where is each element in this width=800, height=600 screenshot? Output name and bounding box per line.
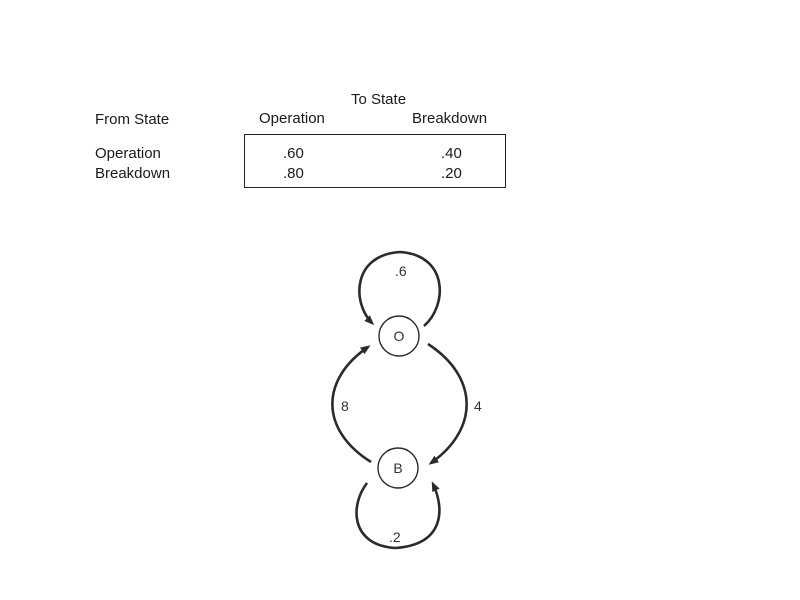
edge-b-to-o — [331, 345, 372, 464]
transition-matrix-box — [244, 134, 506, 188]
column-header-breakdown: Breakdown — [412, 110, 488, 127]
row-label-operation: Operation — [95, 145, 161, 162]
edge-o-to-o — [358, 250, 442, 327]
edge-o-to-b — [427, 342, 468, 465]
node-b: B — [377, 447, 419, 489]
edge-label-b-to-b: .2 — [389, 529, 401, 545]
from-state-header: From State — [95, 111, 170, 128]
edge-b-to-b — [355, 481, 441, 550]
row-label-breakdown: Breakdown — [95, 165, 171, 182]
edge-label-b-to-o: 8 — [341, 398, 349, 414]
node-label-o: O — [394, 328, 405, 344]
matrix-cell-operation-operation: .60 — [283, 145, 304, 162]
matrix-cell-breakdown-breakdown: .20 — [441, 165, 462, 182]
node-o: O — [378, 315, 420, 357]
column-header-operation: Operation — [259, 110, 325, 127]
matrix-cell-breakdown-operation: .80 — [283, 165, 304, 182]
to-state-header: To State — [351, 91, 407, 108]
node-label-b: B — [393, 460, 402, 476]
edge-label-o-to-o: .6 — [395, 263, 407, 279]
edge-label-o-to-b: 4 — [474, 398, 482, 414]
matrix-cell-operation-breakdown: .40 — [441, 145, 462, 162]
